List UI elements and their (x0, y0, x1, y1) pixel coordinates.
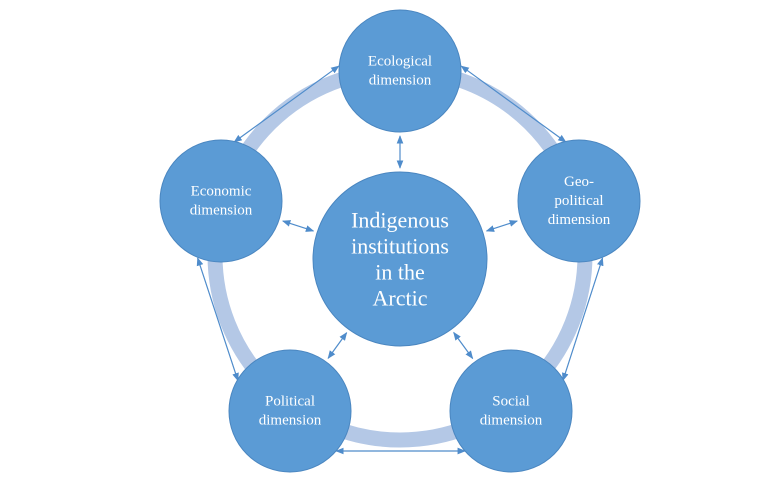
node-ecological-label-line-1: dimension (369, 73, 432, 89)
node-ecological-circle (338, 9, 462, 133)
arrow-center-social (453, 331, 474, 360)
node-layer: EcologicaldimensionGeo-politicaldimensio… (159, 9, 641, 473)
node-geopolitical-label-line-1: political (554, 193, 603, 209)
node-political-label-line-1: dimension (259, 413, 322, 429)
center-label-line-1: institutions (351, 234, 449, 259)
node-social-circle (449, 349, 573, 473)
arrow-ecological-geopolitical (460, 65, 567, 143)
center-label-line-2: in the (375, 260, 425, 285)
node-economic-label-line-1: dimension (190, 203, 253, 219)
node-political: Political dimension (228, 349, 352, 473)
node-political-label-line-0: Political (265, 394, 315, 410)
node-social-label-line-1: dimension (480, 413, 543, 429)
arrow-geopolitical-social (562, 257, 604, 382)
center-label-line-0: Indigenous (351, 208, 449, 233)
node-economic-circle (159, 139, 283, 263)
arrow-center-political (327, 332, 348, 360)
node-economic-label-line-0: Economic (191, 184, 252, 200)
arrow-economic-ecological (233, 65, 340, 143)
arrow-center-economic (282, 220, 315, 232)
node-geopolitical-label-line-0: Geo- (564, 174, 594, 190)
arrow-layer (196, 65, 604, 455)
node-ecological-label-line-0: Ecological (368, 54, 432, 70)
arrow-political-economic (196, 257, 239, 382)
node-political-circle (228, 349, 352, 473)
node-geopolitical-label-line-2: dimension (548, 212, 611, 228)
arrow-center-geopolitical (485, 220, 518, 232)
node-ecological: Ecological dimension (338, 9, 462, 133)
node-social: Social dimension (449, 349, 573, 473)
node-geopolitical: Geo-political dimension (517, 139, 641, 263)
center-node-circle (312, 171, 488, 347)
node-economic: Economic dimension (159, 139, 283, 263)
node-social-label-line-0: Social (492, 394, 530, 410)
center-label-line-3: Arctic (373, 286, 428, 311)
node-geopolitical-circle (517, 139, 641, 263)
